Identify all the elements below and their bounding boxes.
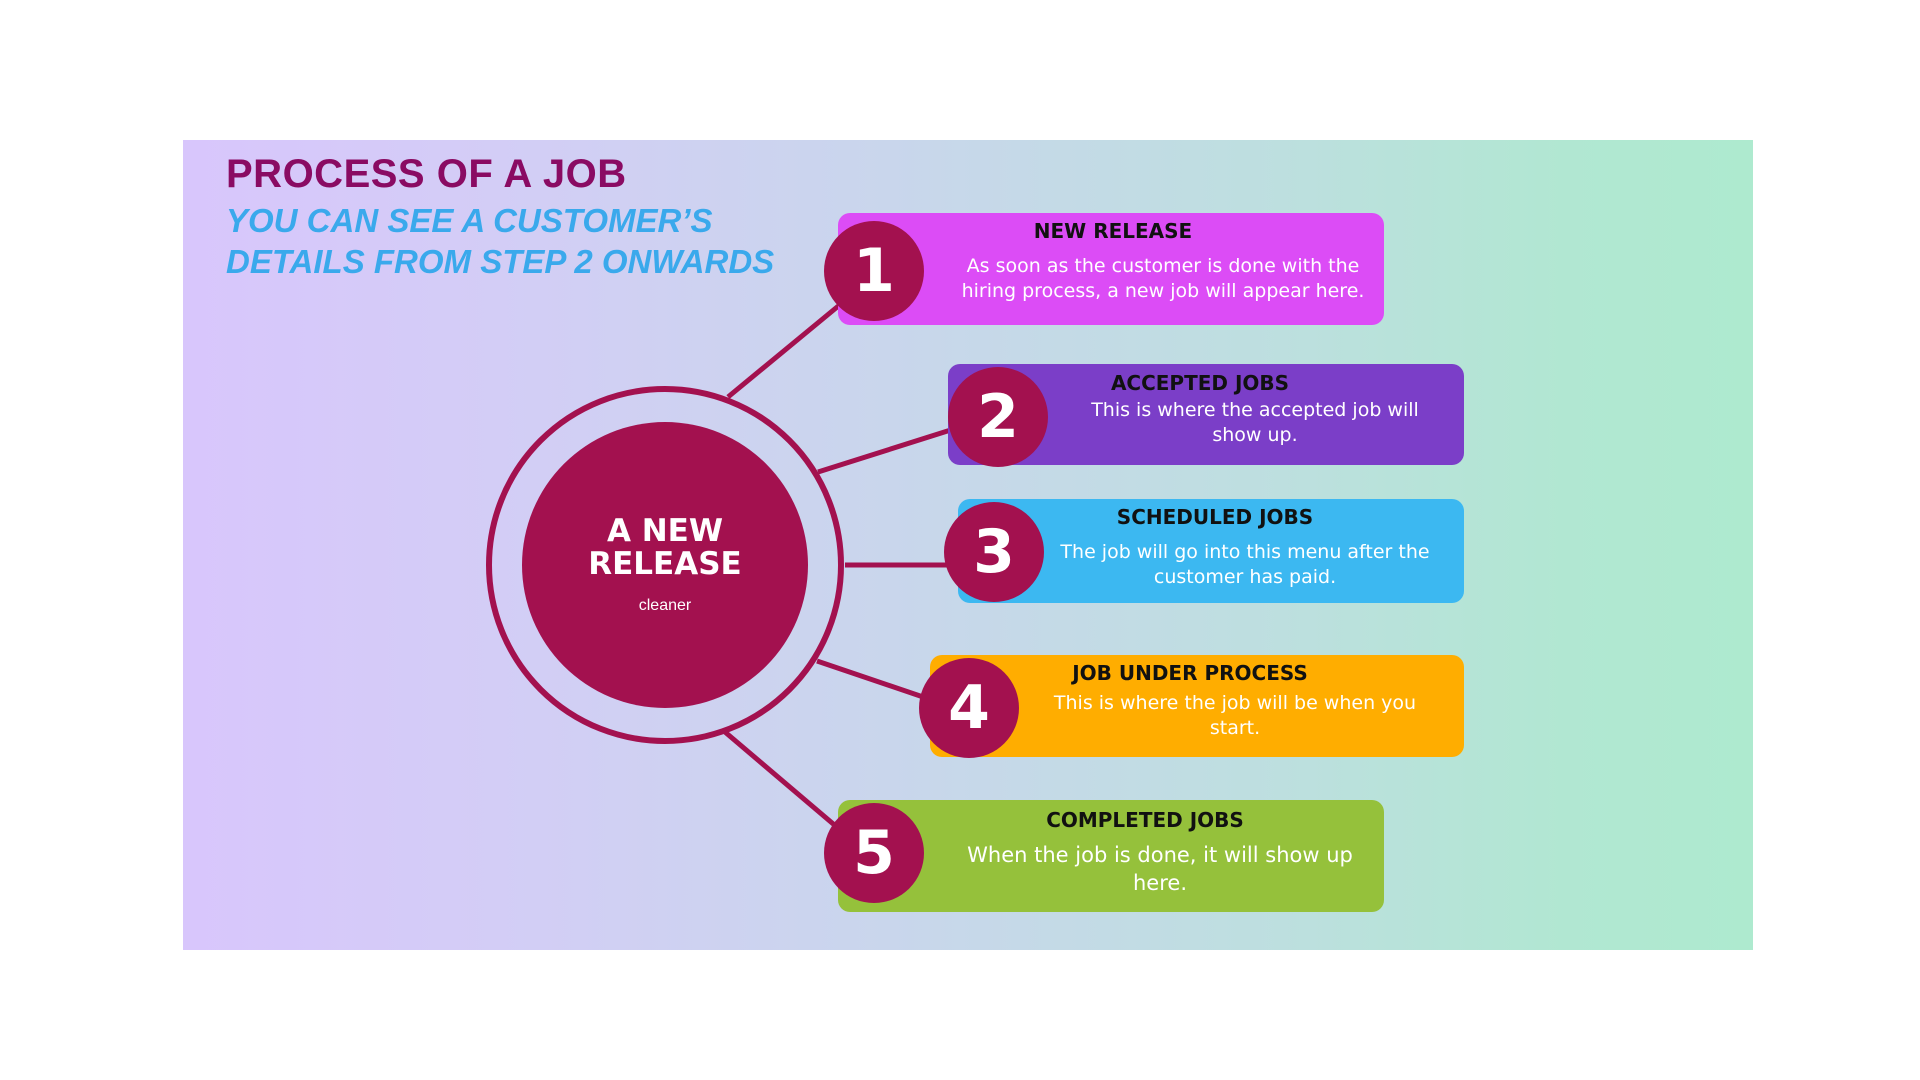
step-title-1: NEW RELEASE [1033, 219, 1193, 243]
step-number-4: 4 [919, 658, 1019, 758]
step-description-2: This is where the accepted job will show… [1091, 399, 1419, 446]
step-number-5: 5 [824, 803, 924, 903]
step-title-3: SCHEDULED JOBS [1116, 505, 1314, 529]
step-number-1: 1 [824, 221, 924, 321]
step-title-2: ACCEPTED JOBS [1110, 371, 1290, 395]
subtitle-line-1: YOU CAN SEE A CUSTOMER’S [226, 202, 713, 239]
hub-subtitle: cleaner [638, 597, 692, 614]
step-description-1: As soon as the customer is done with the… [961, 255, 1365, 302]
hub-outer-ring [486, 386, 844, 744]
step-description-5: When the job is done, it will show up he… [967, 843, 1353, 895]
step-card-4 [930, 655, 1464, 757]
page-title: PROCESS OF A JOB [226, 152, 627, 196]
step-description-3: The job will go into this menu after the… [1060, 541, 1430, 588]
page-subtitle: YOU CAN SEE A CUSTOMER’S DETAILS FROM ST… [226, 200, 774, 282]
step-title-4: JOB UNDER PROCESS [1072, 661, 1308, 685]
step-number-3: 3 [944, 502, 1044, 602]
step-description-4: This is where the job will be when you s… [1053, 692, 1417, 739]
subtitle-line-2: DETAILS FROM STEP 2 ONWARDS [226, 243, 775, 280]
hub-title: A NEW RELEASE [588, 513, 742, 582]
step-card-1 [838, 213, 1384, 325]
step-number-2: 2 [948, 367, 1048, 467]
step-card-5 [838, 800, 1384, 912]
hub-circle: A NEW RELEASE cleaner [522, 422, 808, 708]
step-title-5: COMPLETED JOBS [1046, 808, 1244, 832]
